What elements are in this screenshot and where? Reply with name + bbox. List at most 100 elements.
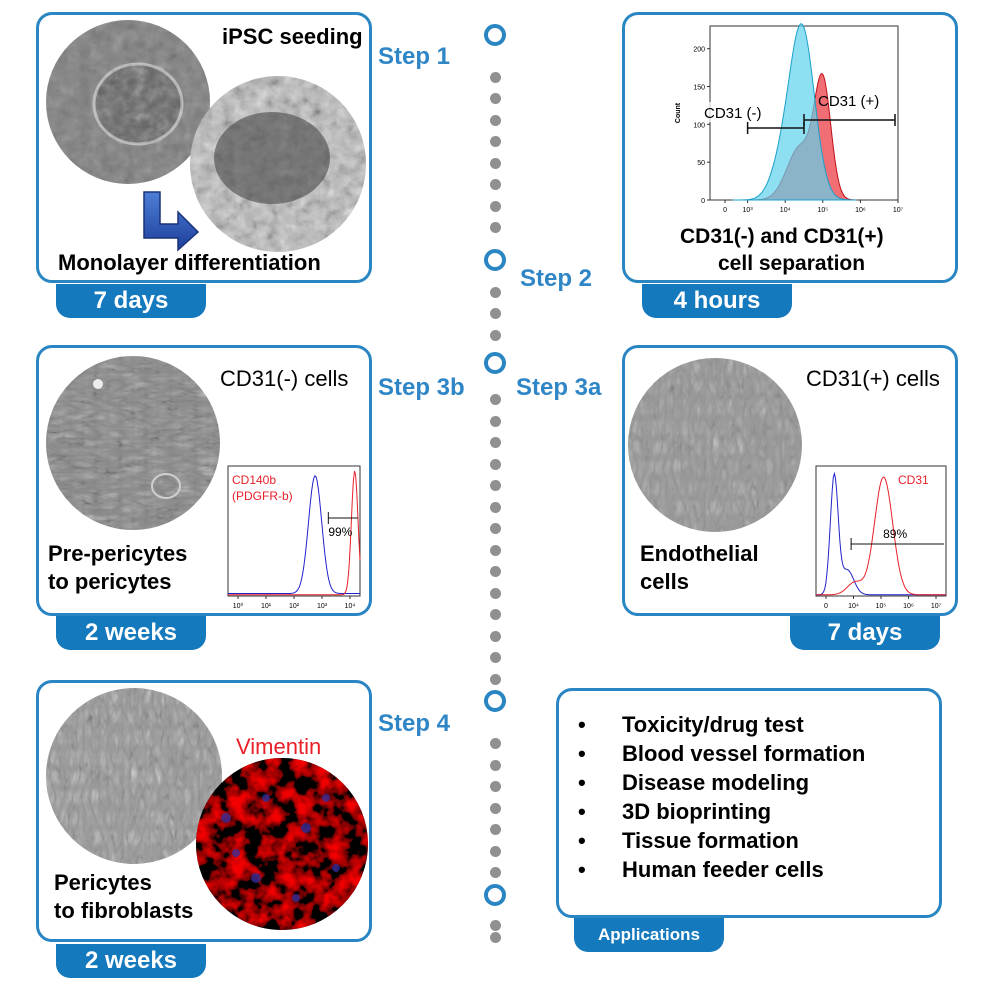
timeline-dot [490, 781, 501, 792]
marker-label: CD31 [898, 473, 929, 487]
gate-percent-label: 99% [328, 525, 352, 539]
panel4-caption-line1: Pericytes [54, 870, 152, 895]
bullet-icon: • [578, 770, 586, 795]
application-label: Toxicity/drug test [622, 712, 804, 737]
monolayer-image [190, 76, 366, 252]
timeline-dot [490, 931, 501, 943]
timeline-dot [490, 587, 501, 599]
timeline-dot [490, 200, 501, 212]
gate-percent-label: 89% [883, 527, 907, 541]
timeline-dot [490, 114, 501, 126]
x-tick-label: 10⁶ [855, 207, 866, 214]
application-label: Blood vessel formation [622, 741, 866, 766]
bullet-icon: • [578, 741, 586, 766]
timeline-dot [490, 222, 501, 233]
timeline-dot [490, 523, 501, 534]
x-tick-label: 10² [289, 603, 300, 610]
fibroblast-image [46, 688, 222, 864]
panel3b-duration: 2 weeks [56, 616, 206, 650]
x-tick-label: 10⁷ [931, 603, 942, 610]
timeline-node-step3 [484, 352, 506, 374]
endothelial-image [628, 358, 802, 532]
timeline-dot [490, 458, 501, 470]
timeline-dot [490, 480, 501, 491]
timeline-node-step1 [484, 24, 506, 46]
timeline-dot [490, 329, 501, 341]
timeline-dot [490, 93, 501, 104]
vimentin-stain-image [196, 758, 368, 930]
vimentin-label: Vimentin [236, 734, 322, 759]
panel3a-caption-line1: Endothelial [640, 541, 759, 566]
panel1-duration: 7 days [56, 284, 206, 318]
timeline-dot [490, 437, 501, 448]
x-tick-label: 0 [723, 207, 727, 214]
bullet-icon: • [578, 857, 586, 882]
application-label: 3D bioprinting [622, 799, 772, 824]
series-isotype-control [816, 471, 946, 596]
x-tick-label: 10⁰ [233, 602, 244, 610]
timeline-dot [490, 157, 501, 169]
x-tick-label: 10⁶ [903, 603, 914, 610]
bullet-icon: • [578, 828, 586, 853]
x-tick-label: 10¹ [261, 603, 272, 610]
x-tick-label: 10³ [743, 207, 754, 214]
timeline-dot [490, 802, 501, 814]
step4-label: Step 4 [378, 710, 451, 737]
panel2-caption-line1: CD31(-) and CD31(+) [680, 225, 884, 248]
timeline-dot [490, 867, 501, 878]
panel2-caption-line2: cell separation [718, 252, 866, 275]
panel3b-caption-line2: to pericytes [48, 569, 172, 594]
x-tick-label: 10⁴ [848, 603, 859, 610]
timeline-dot [490, 544, 501, 556]
x-tick-label: 10³ [317, 603, 328, 610]
y-axis-label: Count [675, 102, 682, 123]
timeline-node-step4 [484, 690, 506, 712]
series-stained [228, 470, 361, 596]
x-tick-label: 10⁵ [817, 207, 828, 214]
timeline-dot [490, 501, 501, 513]
series-cd31-negative [732, 23, 857, 201]
panel3b-caption-line1: Pre-pericytes [48, 541, 188, 566]
panel4-caption-line2: to fibroblasts [54, 898, 194, 923]
panel4-duration: 2 weeks [56, 944, 206, 978]
bullet-icon: • [578, 799, 586, 824]
ipsc-colony-image [46, 20, 210, 184]
timeline-dot [490, 609, 501, 620]
application-label: Human feeder cells [622, 857, 824, 882]
panel3a-caption-line2: cells [640, 569, 689, 594]
timeline-dot [490, 179, 501, 190]
x-tick-label: 10⁵ [876, 603, 887, 610]
timeline-dot [490, 824, 501, 835]
timeline-dot [490, 394, 501, 405]
series-stained [816, 476, 946, 596]
timeline-dot [490, 652, 501, 663]
y-tick-label: 150 [693, 85, 705, 92]
step1-label: Step 1 [378, 43, 451, 70]
timeline-dot [490, 920, 501, 931]
x-tick-label: 10⁷ [893, 207, 904, 214]
series-isotype-control [228, 474, 360, 594]
timeline-dot [490, 136, 501, 147]
application-label: Disease modeling [622, 770, 810, 795]
gate-label-positive: CD31 (+) [818, 93, 879, 110]
x-tick-label: 10⁴ [780, 207, 791, 214]
y-tick-label: 100 [693, 122, 705, 129]
marker-label: CD140b [232, 473, 276, 487]
timeline-dot [490, 673, 501, 685]
timeline-node-step2 [484, 249, 506, 271]
y-tick-label: 200 [693, 47, 705, 54]
timeline-dot [490, 630, 501, 642]
timeline-dot [490, 566, 501, 577]
panel1-title: iPSC seeding [222, 24, 363, 49]
panel1-caption: Monolayer differentiation [58, 250, 321, 275]
timeline-node-applications [484, 884, 506, 906]
panel2-duration: 4 hours [642, 284, 792, 318]
panel3b-title: CD31(-) cells [220, 366, 349, 391]
bullet-icon: • [578, 712, 586, 737]
timeline-dot [490, 415, 501, 427]
pericyte-image [46, 356, 220, 530]
step3b-label: Step 3b [378, 374, 465, 401]
panel3a-duration: 7 days [790, 616, 940, 650]
